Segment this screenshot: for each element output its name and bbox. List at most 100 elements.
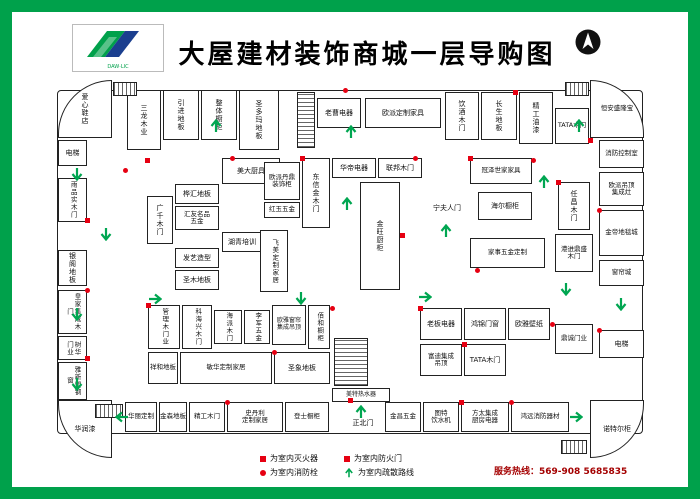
fire-extinguisher-marker	[513, 90, 518, 95]
room: 广千木门	[147, 196, 173, 244]
room-label: 飞美定制家居	[270, 238, 279, 284]
fire-extinguisher-marker	[588, 138, 593, 143]
room: 金旺厨柜	[360, 182, 400, 290]
room: 金森地板	[159, 402, 187, 432]
room: 祥和地板	[148, 352, 178, 384]
room-label: 爱心鞋店	[81, 93, 90, 125]
room: 欧雅窗帘 集成吊顶	[272, 305, 306, 345]
room: 恒安盛隆宝	[590, 80, 644, 138]
room-label: 任昌木门	[570, 190, 579, 222]
evacuation-arrow	[100, 228, 112, 242]
service-hotline: 服务热线：569-908 5685835	[494, 467, 628, 477]
room-label: 东信金木门	[312, 173, 321, 213]
evacuation-arrow	[114, 411, 128, 423]
evacuation-arrow	[570, 411, 584, 423]
room: 老曹电器	[317, 98, 361, 128]
room-label: 电梯	[65, 148, 80, 157]
room: 爱心鞋店	[58, 80, 112, 138]
evacuation-arrow	[149, 293, 163, 305]
room-label: 整体橱柜	[215, 99, 224, 131]
stairs	[565, 82, 589, 96]
room: 汇友名品 五金	[175, 206, 219, 230]
fire-hydrant-marker	[509, 400, 514, 405]
evacuation-arrow	[341, 196, 353, 210]
room-label: 树华门业	[65, 340, 81, 356]
room-label: 雨品实木门	[69, 181, 78, 219]
fire-extinguisher-marker	[145, 158, 150, 163]
room: 电梯	[599, 330, 644, 358]
room: 欧派定制家具	[365, 98, 441, 128]
room-label: 联邦木门	[386, 163, 414, 172]
room-label: 精工木门	[194, 412, 220, 421]
room: 冠泽世家家具	[470, 158, 532, 184]
room: 圣象地板	[274, 352, 330, 384]
room-label: 家事五金定制	[488, 248, 527, 257]
room: 雨品实木门	[58, 178, 87, 222]
fire-extinguisher-marker	[348, 398, 353, 403]
room: 窗帘城	[599, 260, 644, 286]
room: 图特 饮水机	[423, 402, 459, 432]
room: 美特热水器	[332, 388, 390, 402]
fire-extinguisher-icon	[260, 455, 266, 462]
room-label: 佰和橱柜	[315, 312, 324, 342]
compass-icon	[574, 28, 602, 56]
legend-item: 为室内灭火器	[260, 453, 318, 464]
legend-item: 为室内防火门	[344, 453, 414, 464]
room-label: 精工油漆	[532, 102, 541, 134]
fire-hydrant-marker	[272, 350, 277, 355]
logo-caption: DAW·LIC	[107, 64, 129, 70]
room-label: 宁夫人门	[433, 203, 461, 212]
room: 家事五金定制	[470, 238, 545, 268]
room-label: 窗帘城	[611, 268, 632, 277]
fire-hydrant-marker	[85, 288, 90, 293]
fire-extinguisher-marker	[146, 303, 151, 308]
room: 湖青培训	[222, 232, 262, 252]
legend-label: 为室内灭火器	[270, 454, 318, 463]
fire-extinguisher-marker	[85, 356, 90, 361]
evacuation-arrow	[71, 168, 83, 182]
room: 老板电器	[420, 308, 462, 340]
fire-hydrant-marker	[531, 158, 536, 163]
room-label: 金旺厨柜	[376, 220, 385, 252]
room-label: 汇友名品 五金	[184, 209, 210, 225]
room: 港进鼎盛 木门	[555, 234, 593, 272]
room: 欧派吊顶 集成灶	[599, 172, 644, 206]
stairs	[334, 338, 368, 386]
legend-column-right: 为室内防火门 为室内疏散路线	[344, 453, 414, 478]
evacuation-arrow	[345, 124, 357, 138]
floor-plan: 爱心鞋店电梯雨品实木门银阁地板皇家集成木门树华门业雅新塑钢窗华润漆三龙木业引进地…	[55, 78, 647, 462]
room-label: 引进地板	[177, 99, 186, 131]
room: 东信金木门	[302, 158, 330, 228]
room: 发艺造型	[175, 248, 219, 268]
poster-canvas: DAW·LIC 大屋建材装饰商城一层导购图 爱心鞋店电梯雨品实木门银阁地板皇家集…	[12, 12, 688, 487]
room: 联邦木门	[378, 158, 422, 178]
room-label: 长生地板	[495, 100, 504, 132]
stairs	[113, 82, 137, 96]
room: 正北门	[343, 416, 383, 430]
room-label: 湖青培训	[228, 237, 256, 246]
evacuation-arrow	[560, 283, 572, 297]
room: 宁夫人门	[425, 196, 469, 220]
room-label: 敏华定制家居	[206, 363, 246, 372]
room: 消防控制室	[599, 140, 644, 168]
room: 银阁地板	[58, 250, 87, 286]
room-label: 鸿锦门窗	[471, 319, 499, 328]
evacuation-arrow	[210, 118, 222, 132]
legend: 为室内灭火器 为室内消防栓 为室内防火门 为室内疏散路线	[260, 453, 414, 478]
room-label: 圣木地板	[183, 275, 211, 284]
fire-hydrant-marker	[330, 306, 335, 311]
room-label: 正北门	[352, 418, 374, 427]
evacuation-arrow	[538, 174, 550, 188]
room-label: 富迪集成 吊顶	[428, 351, 454, 367]
legend-label: 为室内疏散路线	[358, 468, 414, 477]
room-label: 祥和地板	[150, 363, 176, 372]
room: 鸿锦门窗	[464, 308, 506, 340]
legend-item: 为室内消防栓	[260, 467, 318, 478]
room-label: TATA木门	[469, 355, 501, 364]
room-label: 老曹电器	[325, 108, 353, 117]
room-label: 电梯	[614, 339, 629, 348]
room-label: 华丽定制	[128, 412, 154, 421]
room-label: 银阁地板	[68, 252, 77, 284]
room: 管理木门业	[148, 305, 180, 349]
